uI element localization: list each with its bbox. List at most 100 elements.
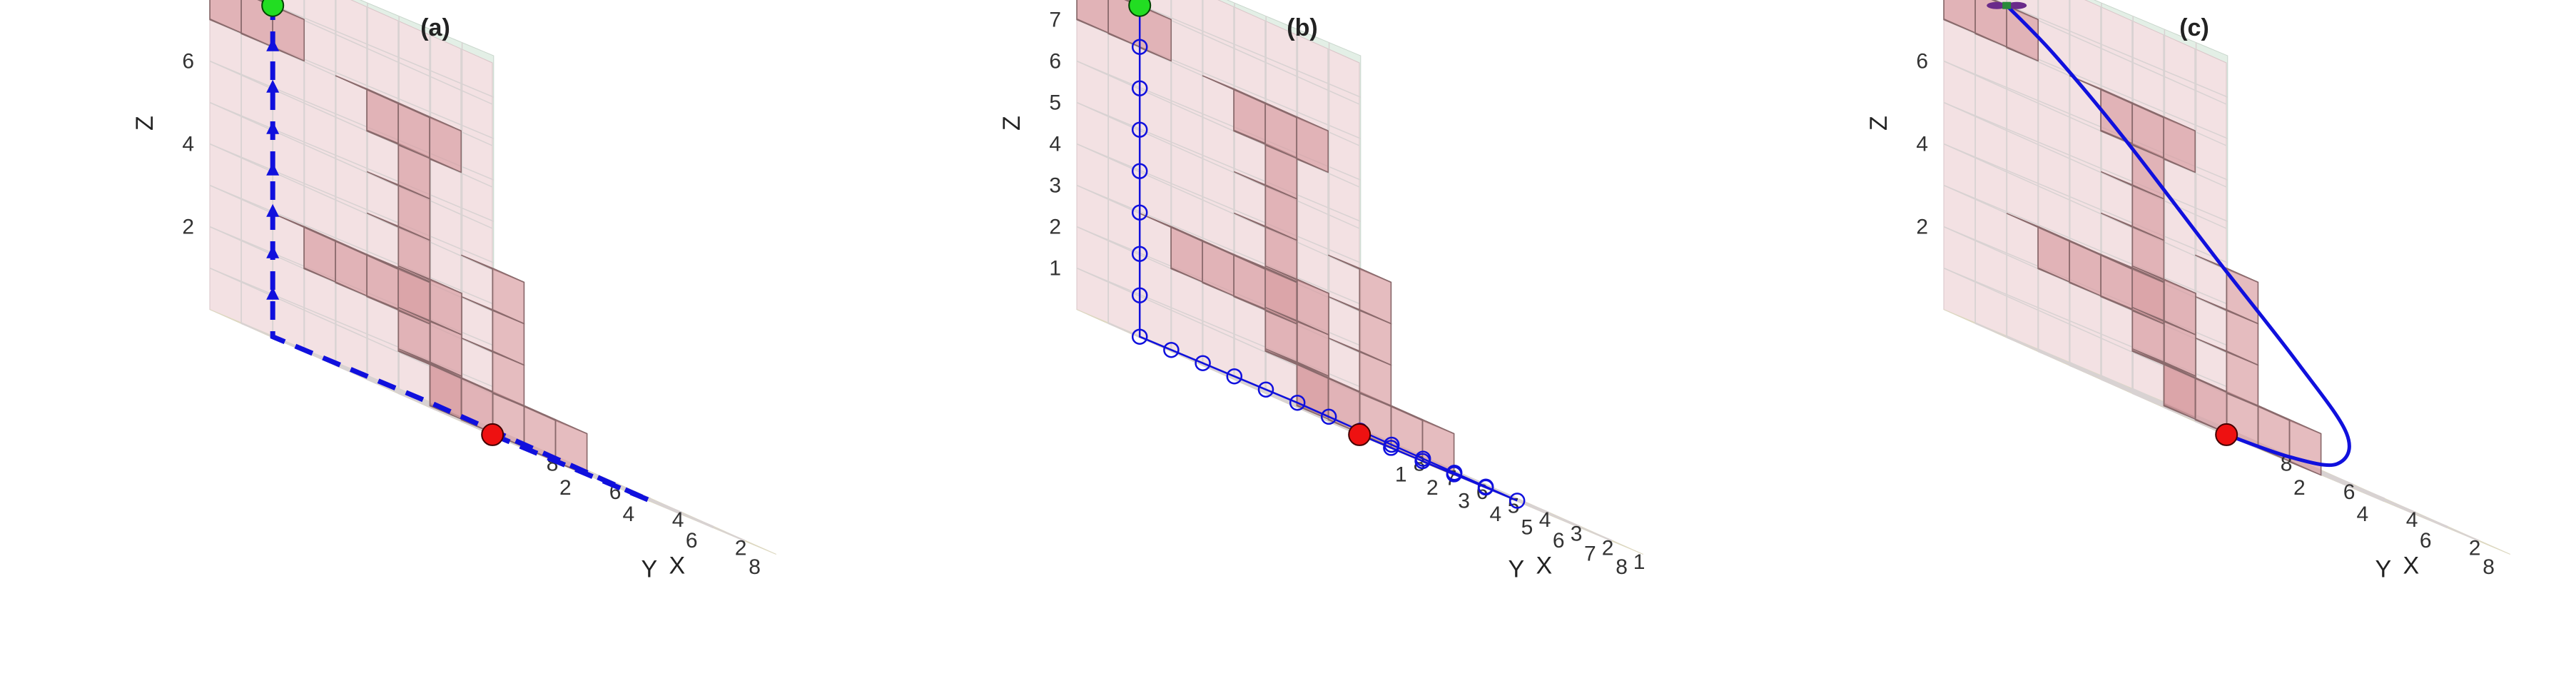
z-axis-label: Z (131, 116, 158, 131)
obstacle-cube (460, 254, 525, 325)
grid-line (1076, 143, 1361, 263)
grid-line (1994, 0, 2228, 98)
x-tick-label: 6 (1553, 529, 1565, 553)
grid-line (257, 0, 493, 105)
path-line (270, 5, 651, 503)
cube-side (1297, 278, 1329, 336)
obstacle-cube (1233, 129, 1298, 200)
grid-line (1076, 101, 1360, 229)
z-axis-label: Z (998, 116, 1025, 131)
z-tick-label: 1 (1049, 257, 1061, 281)
grid-line (1991, 0, 2227, 105)
path-marker (1508, 493, 1526, 509)
path-marker (1320, 408, 1337, 425)
z-tick-label: 2 (182, 216, 194, 239)
y-tick-label: 4 (2406, 508, 2418, 532)
path-line (2005, 4, 2351, 468)
z-tick-label: 2 (1916, 216, 1928, 239)
drone-body (2002, 1, 2012, 9)
y-tick-label: 4 (1539, 508, 1551, 532)
z-tick-label: 3 (1049, 174, 1061, 198)
cube-side (492, 267, 525, 325)
path-marker (1477, 478, 1494, 495)
x-tick-label: 1 (1395, 463, 1407, 487)
obstacle-cube (1943, 0, 1976, 34)
path-marker (1131, 80, 1148, 96)
start-point (481, 423, 504, 446)
path-marker (1446, 464, 1463, 481)
obstacles (209, 0, 588, 476)
x-axis-label: X (1536, 552, 1553, 579)
obstacle-cube (2069, 75, 2133, 146)
obstacle-cube (2069, 241, 2133, 311)
grid-line (1943, 60, 2228, 181)
path-arrow (266, 203, 280, 217)
grid-line (1127, 0, 1361, 98)
drone-icon (1987, 1, 2027, 9)
path-marker (1131, 163, 1148, 179)
y-tick-label: 1 (1633, 550, 1646, 574)
z-tick-label: 6 (1049, 50, 1061, 74)
y-axis-label: Y (641, 555, 657, 582)
z-tick-label: 7 (1049, 9, 1061, 32)
grid-line (1076, 267, 1361, 388)
start-point (2215, 423, 2238, 446)
path-marker (1289, 394, 1306, 411)
y-axis-label: Y (1508, 555, 1524, 582)
path-marker (1257, 381, 1274, 398)
grid-line (209, 267, 493, 395)
z-tick-label: 5 (1049, 91, 1061, 115)
obstacle-cube (1076, 0, 1109, 34)
cube-side (430, 278, 462, 336)
start-point (1348, 423, 1371, 446)
obstacle-cube (2132, 266, 2196, 336)
grid-line (1943, 143, 2227, 271)
obstacle-cube (209, 0, 242, 34)
grid-line (1943, 184, 2228, 305)
x-tick-label: 8 (2483, 555, 2495, 579)
obstacle-cube (1202, 241, 1266, 311)
x-tick-label: 8 (749, 555, 761, 579)
z-tick-label: 4 (1049, 133, 1061, 156)
cube-side (2164, 278, 2196, 336)
path-marker (1131, 39, 1148, 55)
x-tick-label: 3 (1458, 490, 1470, 513)
grid-line (1943, 101, 2228, 222)
x-tick-label: 4 (2356, 503, 2368, 526)
obstacle-cube (2258, 405, 2322, 476)
cube-side (2288, 418, 2322, 476)
obstacle-cube (366, 254, 430, 325)
panel-title-a: (a) (420, 14, 450, 41)
grid-line (209, 143, 495, 263)
path-arrow (266, 162, 280, 176)
path-layer (266, 5, 651, 503)
grid-line (1076, 226, 1361, 346)
z-tick-label: 2 (1049, 216, 1061, 239)
cube-side (1359, 267, 1392, 325)
path-marker (1383, 436, 1400, 453)
drone-rotor (2007, 1, 2027, 9)
goal-point (1128, 0, 1152, 17)
path-marker (1131, 121, 1148, 138)
x-tick-label: 6 (2420, 529, 2432, 553)
path-layer (2005, 4, 2351, 468)
grid-line (209, 184, 495, 305)
path-marker (1131, 328, 1148, 345)
grid-line (1943, 143, 2228, 263)
path-marker (1131, 246, 1148, 262)
drone-rotor (1987, 1, 2007, 9)
path-marker (1131, 287, 1148, 303)
obstacle-cube (1265, 266, 1329, 336)
x-tick-label: 2 (559, 476, 572, 500)
x-tick-label: 6 (686, 529, 698, 553)
grid-line (1076, 60, 1361, 181)
grid-line (209, 60, 495, 181)
obstacle-cube (1327, 254, 1392, 325)
grid-line (1076, 267, 1360, 395)
grid-line (209, 101, 495, 222)
y-tick-label: 3 (1571, 523, 1583, 546)
path-arrow (266, 79, 280, 93)
panel-title-c: (c) (2179, 14, 2209, 41)
obstacle-cube (397, 103, 462, 173)
